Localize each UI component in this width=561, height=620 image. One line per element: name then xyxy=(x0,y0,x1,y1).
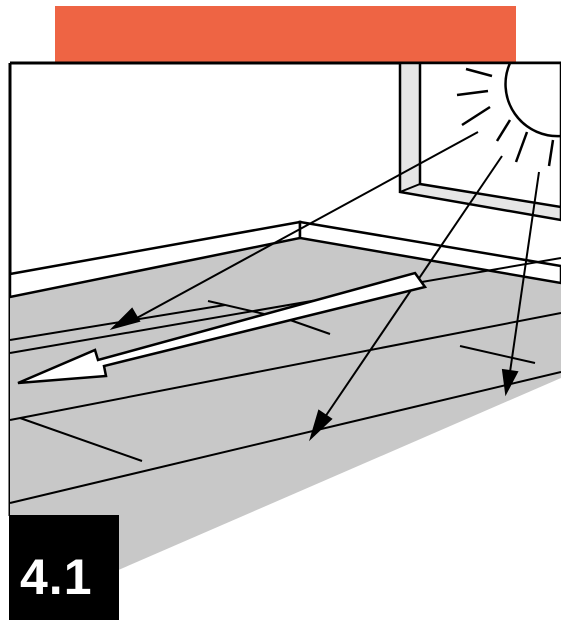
header-bar xyxy=(55,6,516,62)
sun-icon xyxy=(456,62,561,167)
window xyxy=(398,61,561,222)
light-rays xyxy=(109,131,540,442)
floor xyxy=(10,238,561,617)
light-ray-arrow-right xyxy=(501,171,540,397)
light-ray-arrow-left xyxy=(109,131,479,330)
step-number-badge: 4.1 xyxy=(9,515,119,620)
laying-direction-arrow[interactable] xyxy=(17,271,428,385)
baseboard xyxy=(8,220,561,299)
step-number: 4.1 xyxy=(20,549,93,605)
